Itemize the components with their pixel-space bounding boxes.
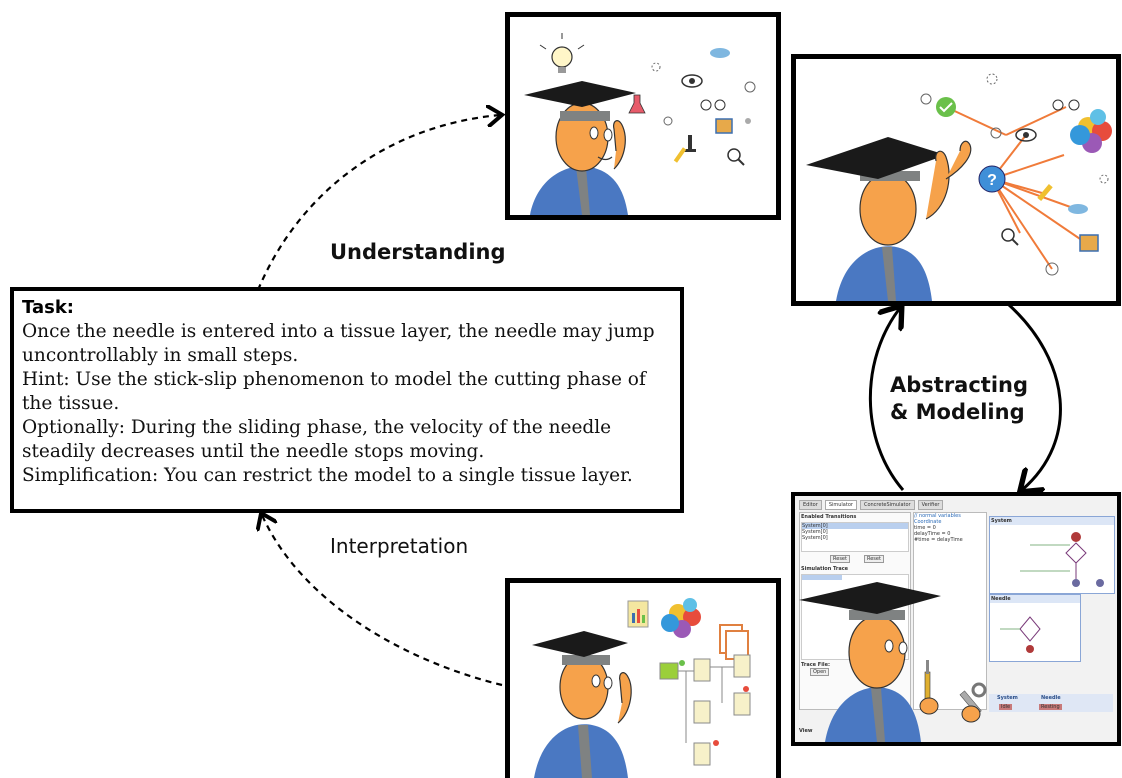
lightbulb-icon xyxy=(539,33,585,73)
trace-file-title: Trace File: xyxy=(801,662,831,668)
interpretation-illustration xyxy=(532,598,751,778)
system-title: System xyxy=(990,517,1114,525)
task-line: Hint: Use the stick-slip phenomenon to m… xyxy=(22,369,646,390)
pencil-icon xyxy=(1037,184,1053,202)
needle-automaton: Needle xyxy=(989,594,1081,662)
code-line: delayTime = 0 xyxy=(914,531,951,537)
code-line: time = 0 xyxy=(914,525,936,531)
list-item[interactable]: System[0] xyxy=(802,535,828,541)
code-line: #time = delayTime xyxy=(914,537,963,543)
view-label: View xyxy=(799,728,813,734)
task-line: Simplification: You can restrict the mod… xyxy=(22,465,633,486)
task-box: Task: Once the needle is entered into a … xyxy=(10,287,684,513)
glasses-icon xyxy=(700,99,726,111)
task-line: steadily decreases until the needle stop… xyxy=(22,441,485,462)
modeling-figure xyxy=(799,582,987,742)
arrow-interpretation xyxy=(262,515,503,687)
panel-understanding xyxy=(505,12,781,220)
needle-graph xyxy=(1000,616,1041,653)
glasses-icon xyxy=(1052,99,1080,111)
magnifier-icon xyxy=(1001,228,1019,246)
documents-icon xyxy=(719,624,749,660)
task-line: Optionally: During the sliding phase, th… xyxy=(22,417,612,438)
open-button[interactable]: Open xyxy=(810,668,830,676)
document-chart-icon xyxy=(627,600,649,628)
code-line: Coordinate xyxy=(914,519,942,525)
enabled-transitions-title: Enabled Transitions xyxy=(801,514,857,520)
label-interpretation: Interpretation xyxy=(330,534,469,558)
svg-text:?: ? xyxy=(987,172,997,189)
image-icon xyxy=(1079,234,1099,252)
transitions-list[interactable]: System[0] System[0] System[0] xyxy=(801,522,909,552)
panel-interpretation xyxy=(505,578,781,778)
bottom-label-needle: Needle xyxy=(1041,695,1061,701)
tab-editor[interactable]: Editor xyxy=(799,500,822,510)
system-graph xyxy=(1020,532,1104,587)
reset-button[interactable]: Reset xyxy=(830,555,850,563)
eye-icon xyxy=(681,74,703,88)
abstracting-illustration: ? xyxy=(806,73,1112,301)
tab-simulator[interactable]: Simulator xyxy=(824,500,857,510)
eye-icon xyxy=(1015,128,1037,142)
state-idle-badge: Idle xyxy=(999,704,1013,710)
graduate-figure xyxy=(799,582,941,742)
state-resting-badge: Resting xyxy=(1039,704,1062,710)
graduate-figure xyxy=(532,631,632,778)
label-understanding: Understanding xyxy=(330,240,506,264)
task-line: uncontrollably in small steps. xyxy=(22,345,299,366)
cloud-icon xyxy=(1068,204,1088,214)
check-icon xyxy=(936,97,956,117)
circles-icon xyxy=(1070,109,1112,153)
simulator-window: Editor Simulator ConcreteSimulator Verif… xyxy=(795,496,1117,742)
magnifier-icon xyxy=(727,148,745,166)
arrow-abstract-up xyxy=(868,308,903,491)
tab-concrete-simulator[interactable]: ConcreteSimulator xyxy=(859,500,915,510)
folder-tree xyxy=(659,654,751,766)
graduate-figure xyxy=(806,137,972,301)
list-item[interactable]: System[0] xyxy=(802,529,828,535)
arrow-understanding xyxy=(256,115,500,291)
arrow-abstract-down xyxy=(1006,302,1062,490)
panel-modeling: Editor Simulator ConcreteSimulator Verif… xyxy=(791,492,1121,746)
list-item[interactable]: System[0] xyxy=(802,523,908,529)
bottom-label-system: System xyxy=(997,695,1018,701)
label-abstracting-line1: Abstracting xyxy=(890,373,1029,397)
simulator-tabs: Editor Simulator ConcreteSimulator Verif… xyxy=(799,500,944,510)
microscope-icon xyxy=(684,135,696,152)
screwdriver-icon xyxy=(924,660,931,703)
image-icon xyxy=(715,118,733,134)
question-icon: ? xyxy=(978,165,1006,193)
tab-verifier[interactable]: Verifier xyxy=(917,500,944,510)
task-line: Once the needle is entered into a tissue… xyxy=(22,321,655,342)
label-abstracting-modeling: Abstracting & Modeling xyxy=(890,372,1028,426)
system-automaton: System xyxy=(989,516,1115,594)
simulation-trace-title: Simulation Trace xyxy=(801,566,849,572)
understanding-illustration xyxy=(524,33,756,215)
transition-buttons: Reset Reset xyxy=(800,553,910,565)
cloud-icon xyxy=(710,48,730,58)
panel-abstracting: ? xyxy=(791,54,1121,306)
label-abstracting-line2: & Modeling xyxy=(890,400,1025,424)
task-title: Task: xyxy=(22,297,74,318)
simulator-bottom-bar: System Needle Idle Resting xyxy=(989,694,1113,712)
random-button[interactable]: Reset xyxy=(863,555,884,563)
pencil-icon xyxy=(673,147,687,163)
list-item[interactable] xyxy=(802,575,842,580)
graduate-figure xyxy=(524,81,636,215)
flask-icon xyxy=(628,94,646,114)
code-line: // normal variables xyxy=(914,513,961,519)
circles-icon xyxy=(661,598,701,638)
needle-title: Needle xyxy=(990,595,1080,603)
task-line: the tissue. xyxy=(22,393,120,414)
